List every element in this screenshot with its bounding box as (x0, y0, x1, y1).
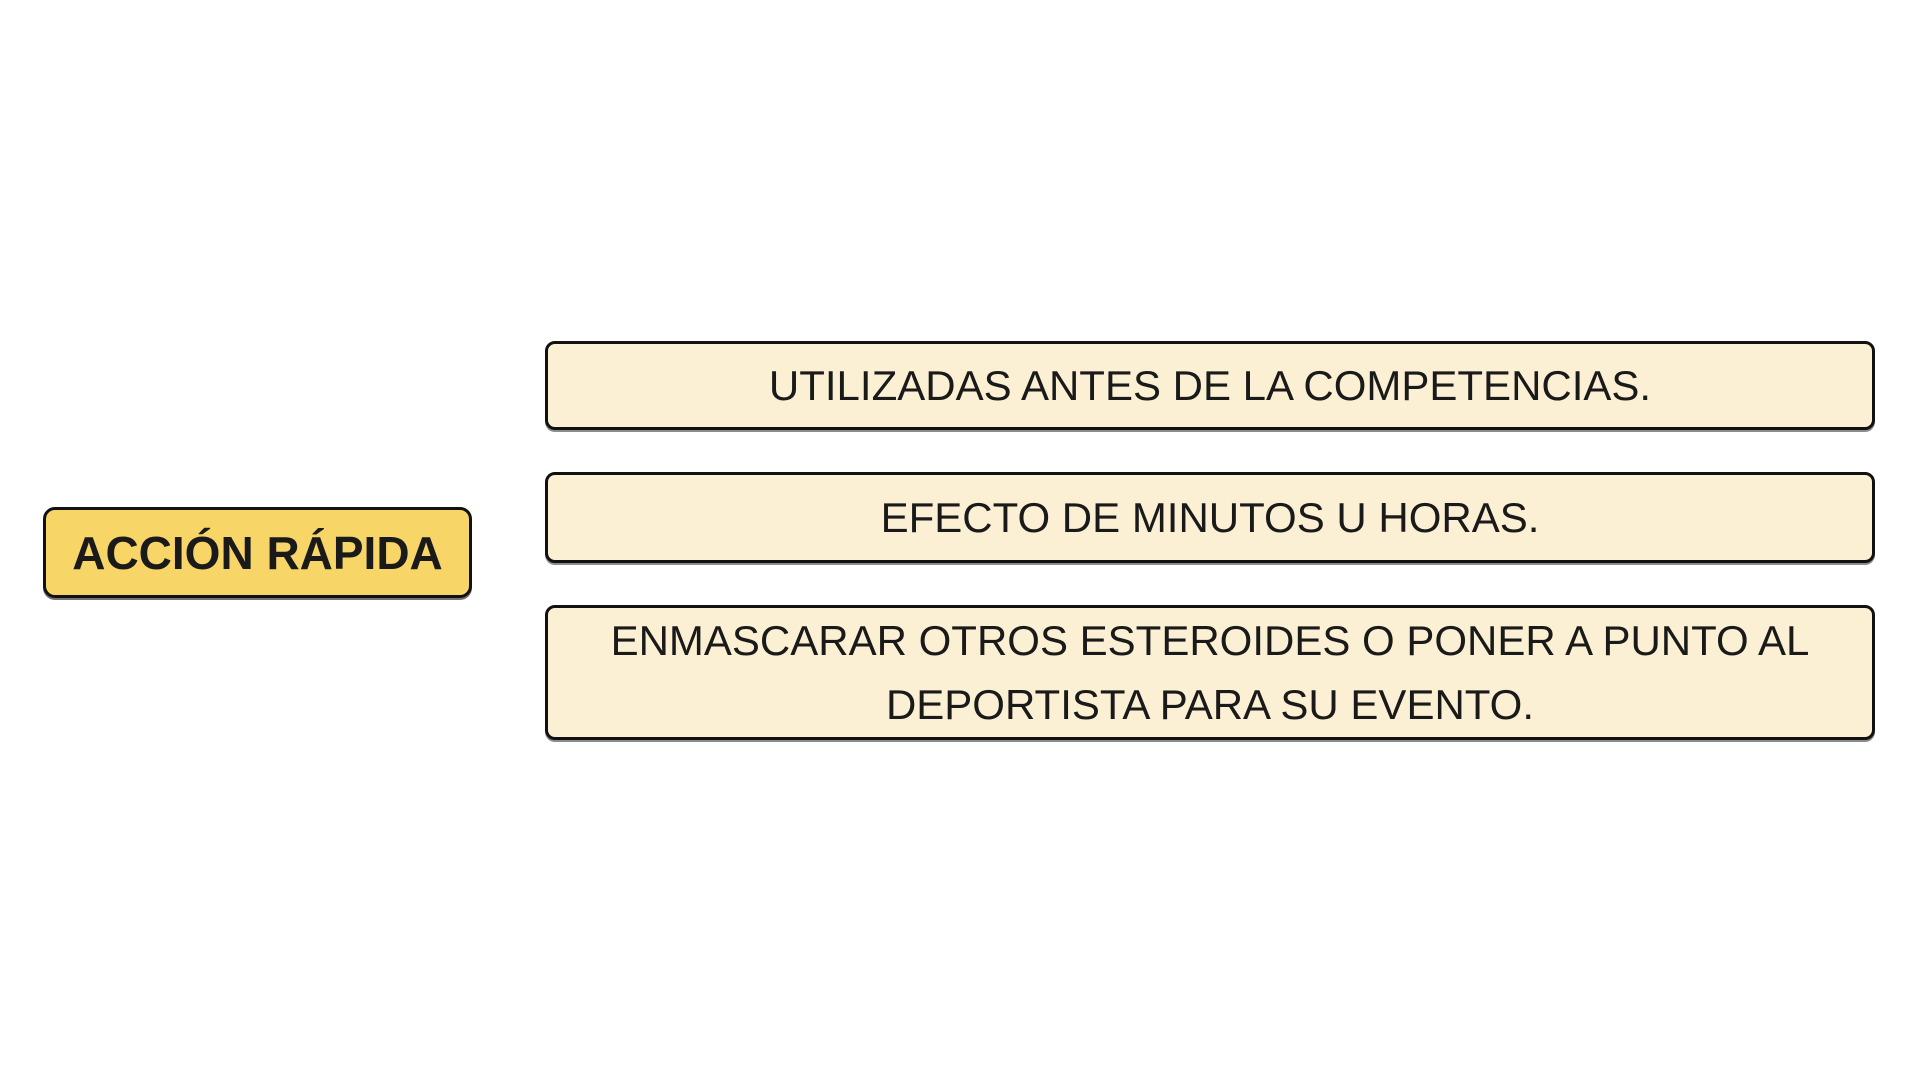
fact-box-1-text: UTILIZADAS ANTES DE LA COMPETENCIAS. (768, 361, 1652, 409)
fact-box-2-text: EFECTO DE MINUTOS U HORAS. (880, 493, 1540, 541)
topic-label: ACCIÓN RÁPIDA (43, 507, 472, 598)
fact-box-1: UTILIZADAS ANTES DE LA COMPETENCIAS. (545, 341, 1875, 430)
fact-box-3-text: ENMASCARAR OTROS ESTEROIDES O PONER A PU… (610, 616, 1810, 728)
topic-label-text: ACCIÓN RÁPIDA (72, 526, 443, 579)
fact-box-2: EFECTO DE MINUTOS U HORAS. (545, 472, 1875, 563)
fact-box-3: ENMASCARAR OTROS ESTEROIDES O PONER A PU… (545, 605, 1875, 740)
